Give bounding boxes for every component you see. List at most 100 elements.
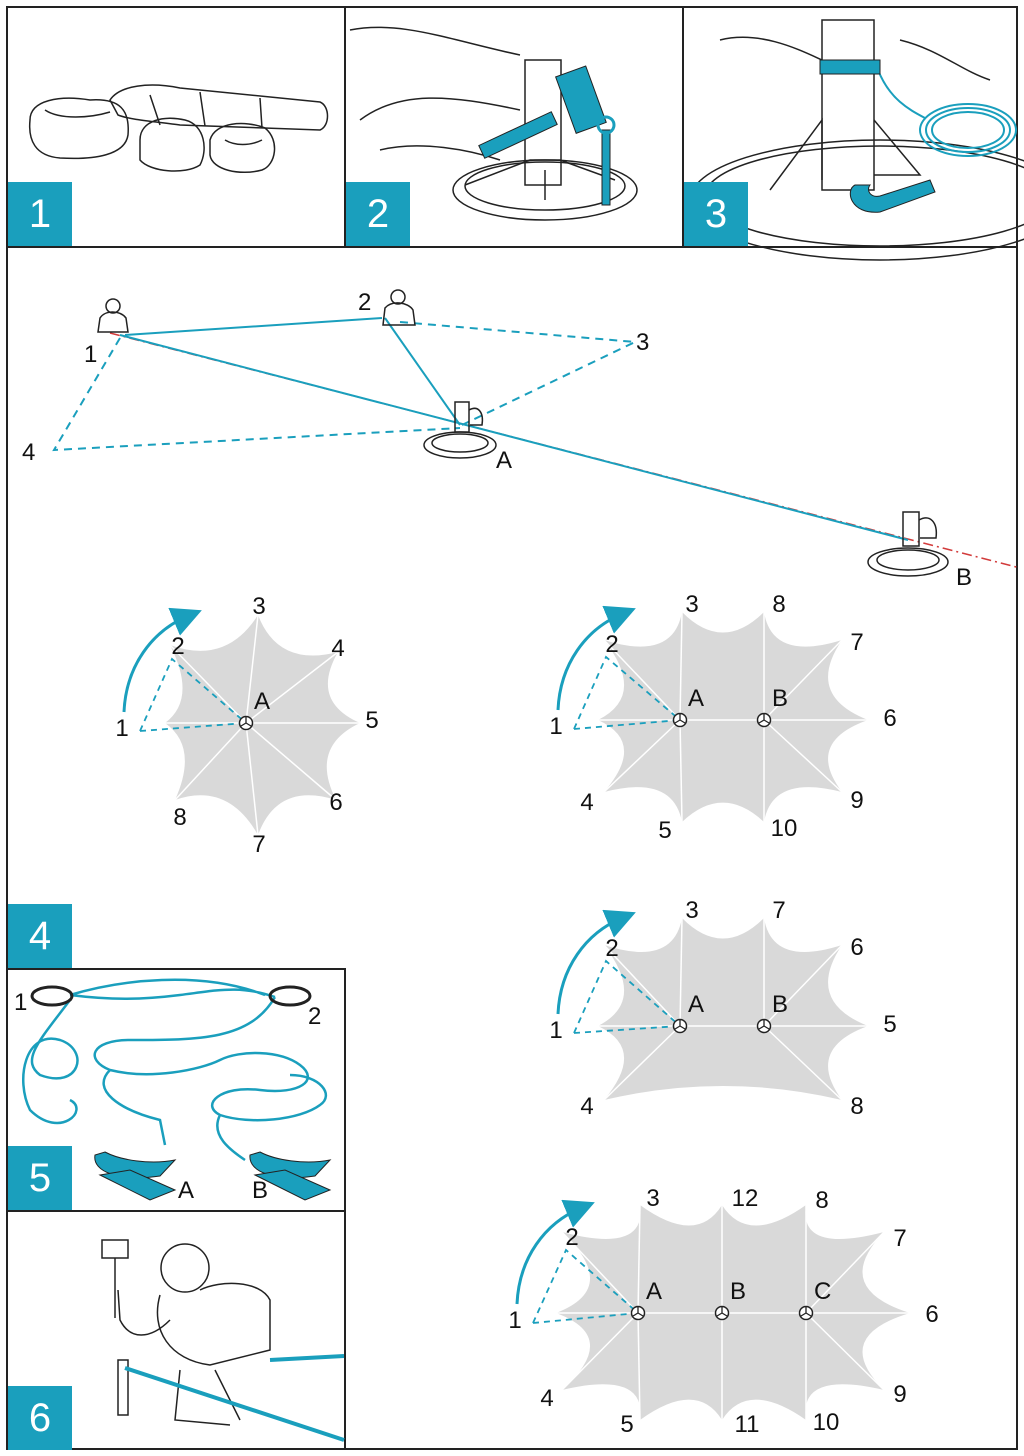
corner-label: 9 xyxy=(893,1381,906,1408)
corner-label: 4 xyxy=(331,635,344,662)
tent-seam xyxy=(637,1312,641,1421)
strap-a-icon xyxy=(94,1151,177,1201)
hammer-base-illustration xyxy=(349,26,638,221)
tent-fabric xyxy=(598,612,868,822)
tent-seam xyxy=(245,614,259,724)
corner-label: 2 xyxy=(605,935,618,962)
corner-label: 10 xyxy=(771,815,798,842)
corner-label: 3 xyxy=(685,591,698,618)
tent-seam xyxy=(763,944,843,1027)
mast-symbol xyxy=(798,1305,814,1321)
layout-point-3: 3 xyxy=(636,329,649,356)
measure-dashed-2-3-a xyxy=(399,321,639,426)
tent-seam xyxy=(169,644,247,724)
corner-label: 1 xyxy=(508,1307,521,1334)
mast-label: C xyxy=(814,1278,831,1305)
tent-seam xyxy=(603,639,681,721)
corner-label: 2 xyxy=(171,633,184,660)
mast-base-a xyxy=(423,401,497,459)
strap-label-b: B xyxy=(252,1177,268,1204)
measure-dash-1-a xyxy=(573,1025,681,1034)
tent-seam xyxy=(561,1231,639,1314)
measure-dash-2-a xyxy=(573,655,681,730)
mast-label: A xyxy=(688,685,704,712)
layout-point-1: 1 xyxy=(84,341,97,368)
corner-label: 2 xyxy=(565,1224,578,1251)
tent-seam xyxy=(805,1312,885,1391)
measure-dash-1-a xyxy=(573,719,681,730)
layout-diagram: 1 2 3 4 A B xyxy=(22,289,1021,591)
rotation-arrow xyxy=(556,605,636,711)
tent-seam xyxy=(245,651,339,724)
tangled-rope xyxy=(22,978,327,1162)
corner-label: 8 xyxy=(772,591,785,618)
corner-label: 11 xyxy=(735,1411,760,1438)
corner-label: 4 xyxy=(540,1385,553,1412)
mast-label: B xyxy=(772,991,788,1018)
tent-seam xyxy=(245,722,259,836)
corner-label: 9 xyxy=(850,787,863,814)
mast-symbol xyxy=(238,715,254,731)
tent-seam xyxy=(763,719,843,793)
mast-label: A xyxy=(646,1278,662,1305)
guy-rope-lower xyxy=(269,1354,345,1362)
mast-symbol xyxy=(630,1305,646,1321)
corner-label: 12 xyxy=(732,1185,759,1212)
ground-stake-icon xyxy=(596,115,616,206)
tent-seam xyxy=(603,1025,681,1101)
corner-label: 4 xyxy=(580,789,593,816)
tent-seam xyxy=(174,722,247,801)
layout-base-b: B xyxy=(956,564,972,591)
measure-line-1-2 xyxy=(124,317,383,336)
corner-label: 3 xyxy=(685,897,698,924)
mast-label: A xyxy=(688,991,704,1018)
tent-seam xyxy=(763,1025,843,1101)
step-badge-3: 3 xyxy=(684,182,748,246)
measure-dash-2-a xyxy=(532,1248,639,1324)
measure-line-1-b xyxy=(119,334,909,541)
corner-label: 5 xyxy=(883,1011,896,1038)
corner-label: 5 xyxy=(620,1411,633,1438)
tent-seam xyxy=(603,944,681,1027)
corner-label: 7 xyxy=(772,897,785,924)
tent-seam xyxy=(679,611,683,721)
mast-label: A xyxy=(254,688,270,715)
measure-dash-2-a xyxy=(573,959,681,1034)
mast-symbol xyxy=(672,1018,688,1034)
strap-icon xyxy=(819,59,936,213)
hammer-icon xyxy=(478,65,607,159)
step-badge-6: 6 xyxy=(8,1386,72,1450)
mast-base-b xyxy=(867,511,949,577)
staking-illustration xyxy=(101,1239,271,1426)
corner-label: 4 xyxy=(580,1093,593,1120)
tent-fabric xyxy=(598,918,868,1100)
step-badge-2: 2 xyxy=(346,182,410,246)
rotation-arrow xyxy=(515,1199,595,1305)
layout-point-2: 2 xyxy=(358,289,371,316)
corner-label: 2 xyxy=(605,631,618,658)
packed-bags-illustration xyxy=(28,84,329,174)
measure-dash-1-a xyxy=(139,722,247,732)
corner-label: 5 xyxy=(658,817,671,844)
measure-dash-2-a xyxy=(139,657,247,732)
corner-label: 8 xyxy=(173,804,186,831)
mast-symbol xyxy=(756,712,772,728)
corner-label: 3 xyxy=(252,593,265,620)
loop-ring-2 xyxy=(268,985,312,1007)
coiled-rope-icon xyxy=(877,69,1017,157)
corner-label: 3 xyxy=(646,1185,659,1212)
corner-label: 10 xyxy=(813,1409,840,1436)
tent-seam xyxy=(245,722,337,801)
corner-label: 1 xyxy=(549,713,562,740)
guy-rope-upper xyxy=(124,1366,345,1442)
layout-base-a: A xyxy=(496,447,512,474)
hammer-icon xyxy=(101,1239,129,1259)
mast-label: B xyxy=(730,1278,746,1305)
tent-fabric xyxy=(165,615,360,835)
tent-seam xyxy=(679,917,683,1027)
corner-label: 6 xyxy=(925,1301,938,1328)
